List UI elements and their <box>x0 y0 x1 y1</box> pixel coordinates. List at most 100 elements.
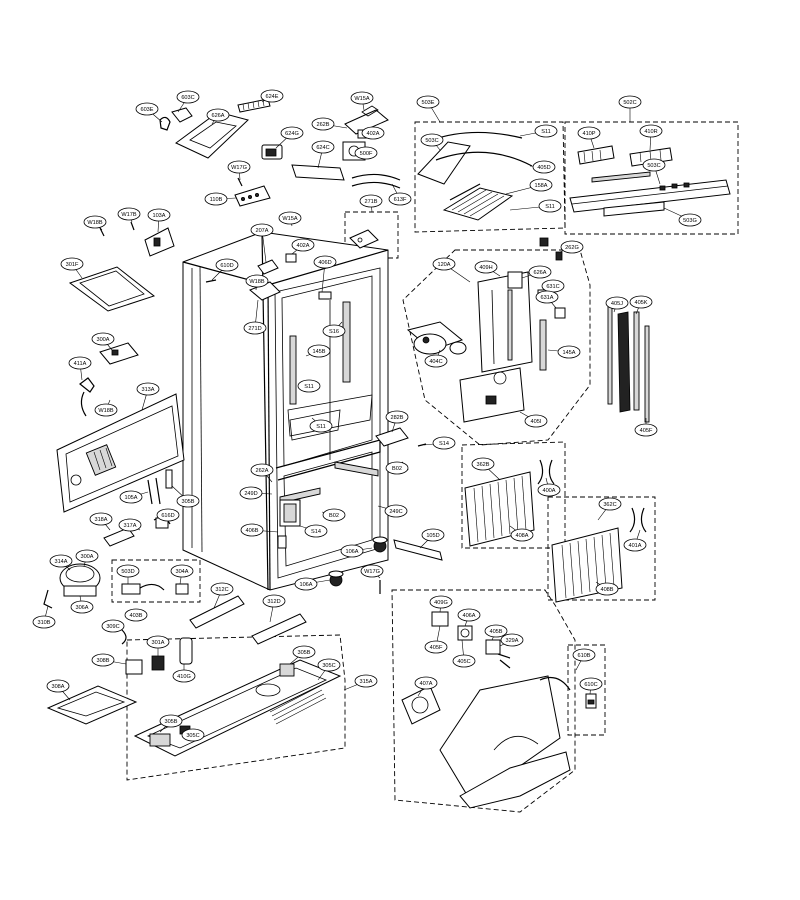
fan-shroud-side-outline <box>567 644 606 736</box>
callout-405f: 405F <box>634 423 658 437</box>
callout-label: 400A <box>542 488 555 494</box>
callout-label: S14 <box>439 441 449 447</box>
callout-402a: 402A <box>361 126 385 140</box>
callout-label: 409H <box>479 265 492 271</box>
callout-300a: 300A <box>75 549 99 563</box>
callout-s16: S16 <box>322 324 346 338</box>
callout-w17b: W17B <box>117 207 141 221</box>
callout-label: W17B <box>121 212 137 218</box>
callout-label: 249C <box>389 509 402 515</box>
callout-616d: 616D <box>156 508 180 522</box>
callout-120a: 120A <box>432 257 456 271</box>
callout-label: 271B <box>364 199 377 205</box>
callout-305c: 305C <box>317 658 341 672</box>
callout-label: B02 <box>329 513 339 519</box>
callout-label: 603C <box>181 95 194 101</box>
callout-label: 402A <box>366 131 379 137</box>
callout-309c: 309C <box>101 619 125 633</box>
callout-label: 329A <box>505 638 518 644</box>
callout-500f: 500F <box>354 146 378 160</box>
callout-label: S11 <box>316 424 326 430</box>
callout-label: 500F <box>360 151 373 157</box>
callout-207a: 207A <box>250 223 274 237</box>
callout-106a: 106A <box>294 577 318 591</box>
callout-409g: 409G <box>429 595 453 609</box>
callout-label: 262G <box>565 245 579 251</box>
callout-308a: 308A <box>46 679 70 693</box>
callout-label: 502C <box>623 100 636 106</box>
callout-610c: 610C <box>579 677 603 691</box>
callout-w18b: W18B <box>83 215 107 229</box>
callout-405k: 405K <box>629 295 653 309</box>
callout-label: 409G <box>434 600 448 606</box>
callout-631a: 631A <box>535 290 559 304</box>
callout-305c: 305C <box>181 728 205 742</box>
callout-301f: 301F <box>60 257 84 271</box>
callout-label: 624G <box>285 131 299 137</box>
callout-407a: 407A <box>414 676 438 690</box>
callout-label: 503D <box>121 569 134 575</box>
callout-label: S11 <box>541 129 551 135</box>
callout-label: S11 <box>304 384 314 390</box>
callout-310b: 310B <box>32 615 56 629</box>
callout-label: 624E <box>265 94 278 100</box>
callout-label: W15A <box>282 216 298 222</box>
callout-610b: 610B <box>572 648 596 662</box>
callout-label: 305C <box>186 733 199 739</box>
callout-624c: 624C <box>311 140 335 154</box>
callout-label: 408A <box>515 533 528 539</box>
callout-label: 315A <box>359 679 372 685</box>
callout-label: 405K <box>634 300 647 306</box>
callout-label: 317A <box>123 523 136 529</box>
callout-w15a: W15A <box>278 211 302 225</box>
callout-label: 610C <box>584 682 597 688</box>
hinge-parts <box>205 229 379 301</box>
callout-label: 410G <box>177 674 191 680</box>
callout-label: 145A <box>562 350 575 356</box>
callout-label: W15A <box>354 96 370 102</box>
callout-300a: 300A <box>91 332 115 346</box>
callout-249c: 249C <box>384 504 408 518</box>
callout-label: 305B <box>297 650 310 656</box>
callout-w15a: W15A <box>350 91 374 105</box>
callout-329a: 329A <box>500 633 524 647</box>
evaporator-upper <box>464 459 555 547</box>
callout-404c: 404C <box>424 354 448 368</box>
callout-label: 305B <box>181 499 194 505</box>
callout-label: 158A <box>534 183 547 189</box>
callout-label: 631C <box>546 284 559 290</box>
ice-maker-parts <box>406 237 566 423</box>
top-left-parts <box>56 98 401 513</box>
callout-label: 503C <box>425 138 438 144</box>
callout-label: 301F <box>66 262 79 268</box>
callout-label: 403B <box>129 613 142 619</box>
callout-410r: 410R <box>639 124 663 138</box>
callout-label: 405B <box>489 629 502 635</box>
callout-271d: 271D <box>243 321 267 335</box>
callout-label: 406A <box>462 613 475 619</box>
callout-s11: S11 <box>297 379 321 393</box>
callout-405j: 405J <box>605 296 629 310</box>
callout-282b: 282B <box>385 410 409 424</box>
callout-w18b: W18B <box>245 274 269 288</box>
callout-label: 309C <box>106 624 119 630</box>
callout-145a: 145A <box>557 345 581 359</box>
callout-label: 411A <box>74 361 87 367</box>
refrigerator-cabinet <box>182 231 389 591</box>
callout-label: 145B <box>312 349 325 355</box>
fan-motor-group-outline <box>391 589 576 813</box>
callout-610d: 610D <box>215 258 239 272</box>
callout-label: 407A <box>419 681 432 687</box>
callout-label: 262B <box>316 122 329 128</box>
callout-271b: 271B <box>359 194 383 208</box>
callout-label: 410P <box>582 131 595 137</box>
callout-label: 624C <box>316 145 329 151</box>
callout-label: 405F <box>640 428 653 434</box>
callout-312d: 312D <box>262 594 286 608</box>
callout-label: 271D <box>248 326 261 332</box>
callout-label: 613F <box>394 197 407 203</box>
callout-label: 406B <box>245 528 258 534</box>
callout-405b: 405B <box>484 624 508 638</box>
